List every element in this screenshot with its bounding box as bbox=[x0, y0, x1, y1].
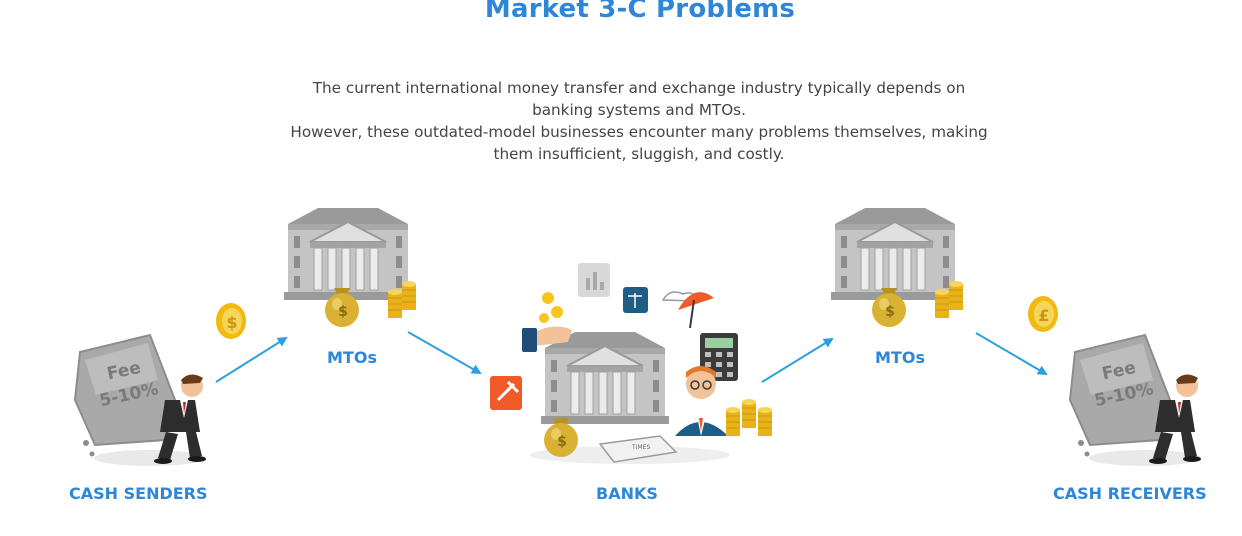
label-cash-senders: CASH SENDERS bbox=[69, 484, 208, 503]
label-mtos-right: MTOs bbox=[875, 348, 925, 367]
pound-coin-icon: £ bbox=[1028, 296, 1058, 332]
intro-line-3: However, these outdated-model businesses… bbox=[290, 123, 988, 141]
dollar-coin-icon: $ bbox=[216, 303, 246, 339]
arrow-senders-to-mtos bbox=[215, 336, 288, 383]
label-mtos-left: MTOs bbox=[327, 348, 377, 367]
phone-icon bbox=[522, 328, 537, 352]
svg-text:$: $ bbox=[557, 434, 567, 450]
label-banks: BANKS bbox=[596, 484, 658, 503]
label-cash-receivers: CASH RECEIVERS bbox=[1053, 484, 1207, 503]
intro-line-4: them insufficient, sluggish, and costly. bbox=[493, 145, 785, 163]
svg-text:TIMES: TIMES bbox=[631, 444, 650, 451]
mto-bank-left-icon: $ bbox=[283, 207, 417, 327]
intro-paragraph: The current international money transfer… bbox=[240, 77, 1038, 165]
cash-receiver-illustration: Fee 5-10% bbox=[1068, 333, 1201, 466]
svg-text:$: $ bbox=[338, 304, 348, 320]
svg-text:£: £ bbox=[1038, 306, 1049, 325]
intro-line-1: The current international money transfer… bbox=[312, 79, 966, 97]
newspaper-icon bbox=[598, 435, 678, 463]
page-title: Market 3-C Problems bbox=[484, 0, 796, 24]
arrow-mtos-to-banks bbox=[407, 331, 482, 374]
arrow-banks-to-mtos bbox=[761, 337, 834, 383]
arrow-mtos-to-receivers bbox=[975, 332, 1048, 376]
mto-bank-right-icon: $ bbox=[830, 207, 964, 327]
cash-sender-illustration: Fee 5-10% bbox=[73, 333, 206, 466]
svg-text:$: $ bbox=[226, 313, 237, 332]
intro-line-2: banking systems and MTOs. bbox=[532, 101, 746, 119]
svg-text:$: $ bbox=[885, 304, 895, 320]
umbrella-icon bbox=[678, 292, 714, 310]
banks-illustration: $ TIMES bbox=[490, 263, 773, 464]
